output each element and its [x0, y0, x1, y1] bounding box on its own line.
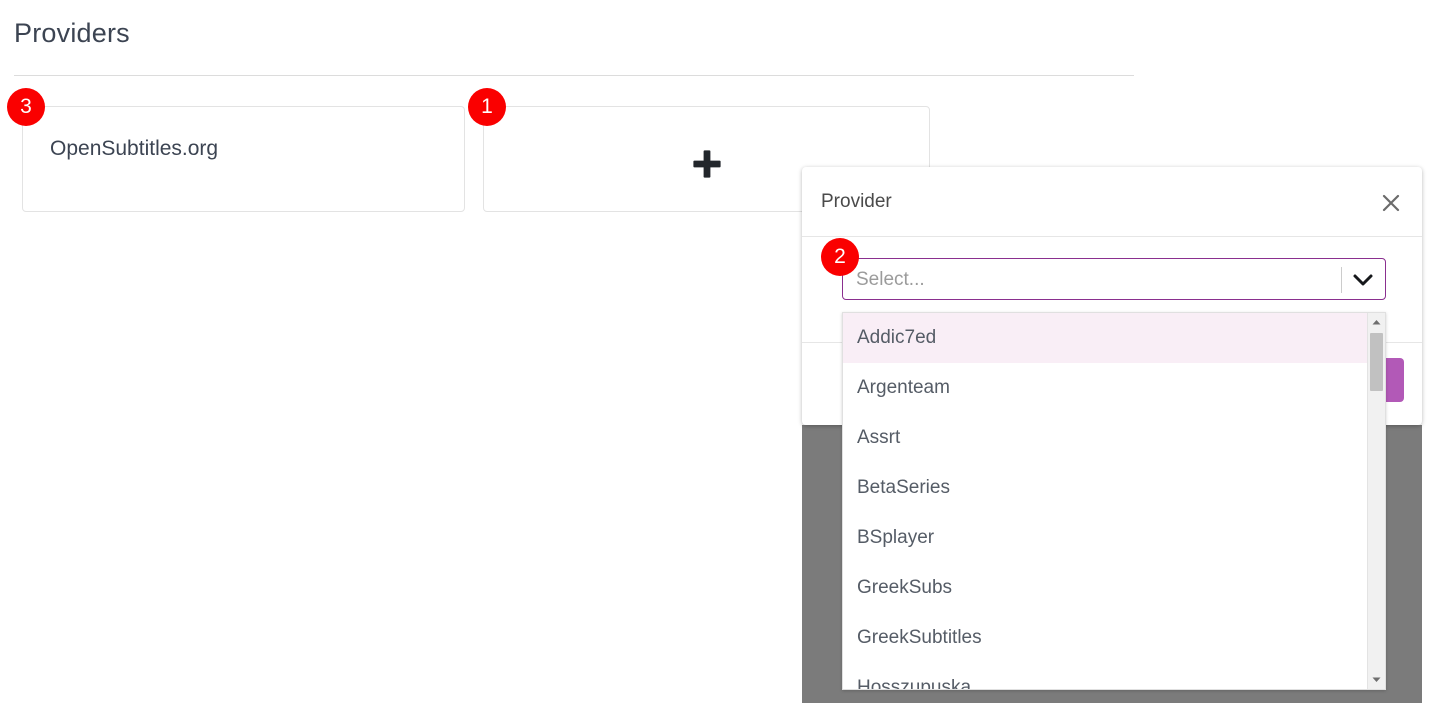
- provider-option[interactable]: Argenteam: [857, 377, 950, 398]
- chevron-down-icon[interactable]: [1350, 268, 1376, 292]
- annotation-badge-3: 3: [7, 88, 45, 126]
- provider-option[interactable]: BSplayer: [857, 527, 935, 548]
- scroll-up-arrow-icon[interactable]: [1368, 314, 1385, 331]
- plus-icon: [484, 147, 929, 181]
- provider-card-label: OpenSubtitles.org: [50, 137, 219, 160]
- provider-option[interactable]: GreekSubtitles: [857, 627, 982, 648]
- close-icon[interactable]: [1378, 190, 1404, 216]
- page-title: Providers: [14, 18, 130, 48]
- select-placeholder: Select...: [856, 269, 925, 290]
- select-separator: [1341, 267, 1342, 293]
- provider-option[interactable]: GreekSubs: [857, 577, 953, 598]
- scroll-down-arrow-icon[interactable]: [1368, 671, 1385, 688]
- modal-title: Provider: [821, 191, 892, 212]
- provider-card-opensubtitles[interactable]: OpenSubtitles.org: [22, 106, 465, 212]
- provider-option[interactable]: Hosszupuska: [857, 677, 972, 689]
- provider-select[interactable]: Select...: [842, 258, 1386, 300]
- annotation-badge-2: 2: [821, 238, 859, 276]
- provider-option[interactable]: Assrt: [857, 427, 901, 448]
- dropdown-scrollbar[interactable]: [1367, 313, 1385, 689]
- title-divider: [14, 75, 1134, 76]
- scrollbar-thumb[interactable]: [1370, 333, 1383, 391]
- provider-option[interactable]: Addic7ed: [843, 313, 1367, 363]
- annotation-badge-1: 1: [468, 88, 506, 126]
- modal-header: Provider: [802, 167, 1422, 237]
- provider-option[interactable]: BetaSeries: [857, 477, 950, 498]
